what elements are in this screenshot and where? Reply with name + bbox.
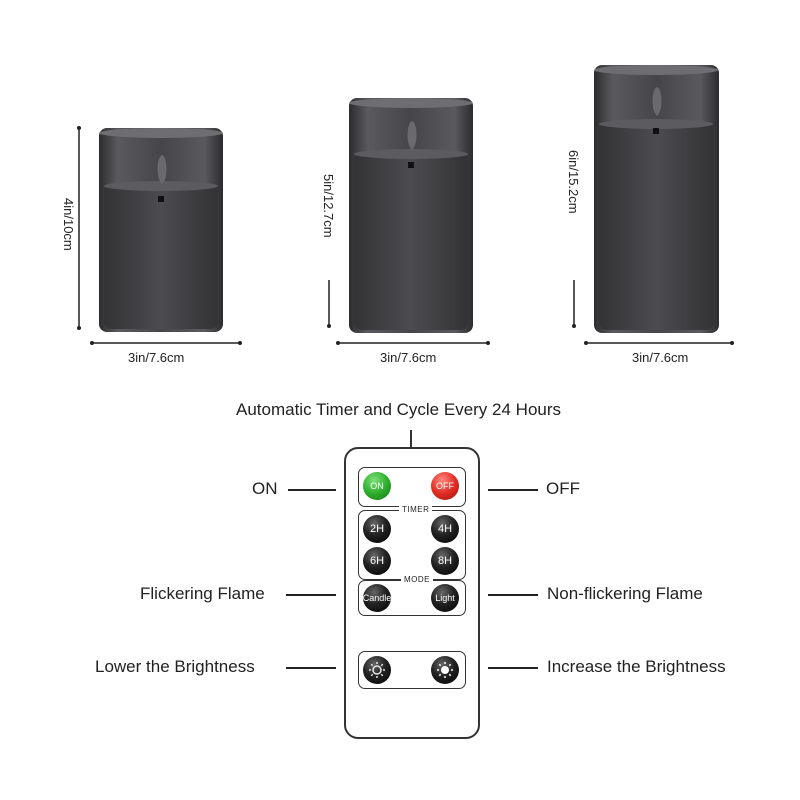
on-label: ON bbox=[252, 479, 278, 498]
candle-medium bbox=[349, 98, 473, 333]
height-label-large: 6in/15.2cm bbox=[566, 150, 581, 214]
width-label-large: 3in/7.6cm bbox=[632, 350, 689, 365]
non-flickering-label: Non-flickering Flame bbox=[547, 584, 703, 603]
timer-group: TIMER 2H 4H 6H 8H bbox=[358, 505, 466, 580]
candle-small bbox=[99, 128, 223, 332]
timer-8h-button[interactable]: 8H bbox=[431, 547, 459, 575]
flame-icon bbox=[157, 155, 167, 184]
lower-brightness-label: Lower the Brightness bbox=[95, 657, 255, 676]
timer-4h-button[interactable]: 4H bbox=[431, 515, 459, 543]
timer-2h-button[interactable]: 2H bbox=[363, 515, 391, 543]
increase-connector bbox=[488, 667, 538, 669]
lower-connector bbox=[286, 667, 336, 669]
increase-brightness-label: Increase the Brightness bbox=[547, 657, 726, 676]
height-label-medium: 5in/12.7cm bbox=[321, 174, 336, 238]
off-button[interactable]: OFF bbox=[431, 472, 459, 500]
brightness-up-button[interactable] bbox=[431, 656, 459, 684]
non-flickering-connector bbox=[488, 594, 538, 596]
candle-mode-button[interactable]: Candle bbox=[363, 584, 391, 612]
timer-6h-button[interactable]: 6H bbox=[363, 547, 391, 575]
timer-title: TIMER bbox=[399, 505, 433, 514]
flame-icon bbox=[652, 87, 662, 116]
width-label-medium: 3in/7.6cm bbox=[380, 350, 437, 365]
dimension-lines-medium bbox=[327, 280, 490, 345]
sun-dim-icon bbox=[369, 662, 385, 678]
remote-control: ON OFF TIMER 2H 4H 6H 8H MODE Candle Lig… bbox=[344, 447, 480, 739]
flickering-connector bbox=[286, 594, 336, 596]
brightness-group bbox=[358, 651, 466, 689]
off-label: OFF bbox=[546, 479, 580, 498]
sun-bright-icon bbox=[437, 662, 453, 678]
power-group: ON OFF bbox=[358, 467, 466, 507]
mode-group: MODE Candle Light bbox=[358, 575, 466, 616]
off-connector bbox=[488, 489, 538, 491]
brightness-down-button[interactable] bbox=[363, 656, 391, 684]
dimension-lines-large bbox=[572, 280, 734, 345]
on-button[interactable]: ON bbox=[363, 472, 391, 500]
flickering-label: Flickering Flame bbox=[140, 584, 265, 603]
on-connector bbox=[288, 489, 336, 491]
candles-illustration bbox=[77, 65, 734, 345]
remote-caption: Automatic Timer and Cycle Every 24 Hours bbox=[236, 400, 562, 419]
dimension-lines-small bbox=[77, 126, 242, 345]
width-label-small: 3in/7.6cm bbox=[128, 350, 185, 365]
mode-title: MODE bbox=[401, 575, 433, 584]
candle-large bbox=[594, 65, 719, 333]
height-label-small: 4in/10cm bbox=[61, 198, 76, 251]
flame-icon bbox=[407, 121, 417, 150]
light-mode-button[interactable]: Light bbox=[431, 584, 459, 612]
